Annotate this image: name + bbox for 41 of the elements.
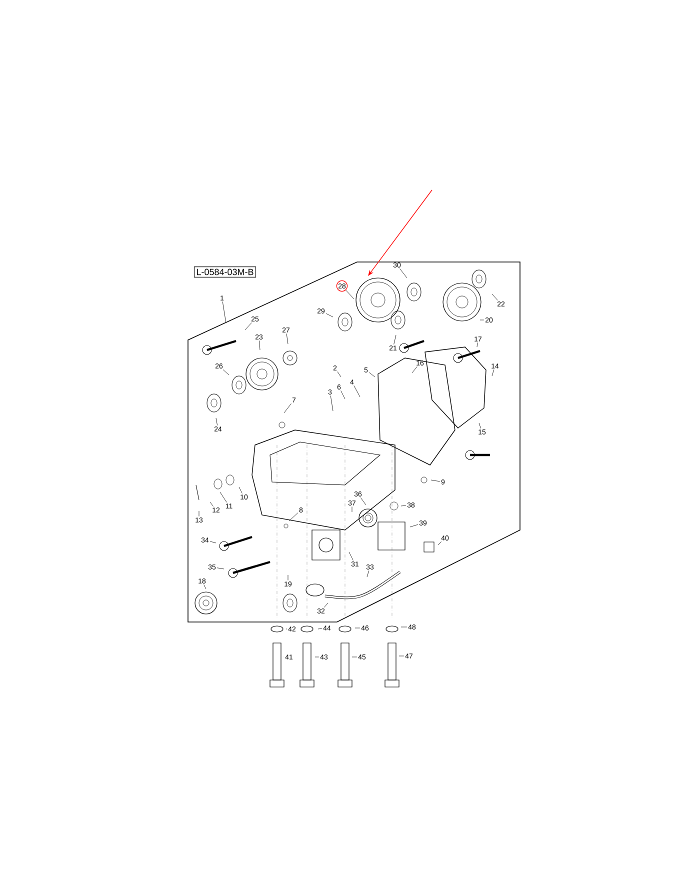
leader-line	[354, 385, 360, 398]
leader-line	[314, 656, 320, 658]
leader-line	[216, 418, 218, 426]
part-number-box: L-0584-03M-B	[194, 266, 256, 278]
leader-line	[430, 480, 440, 482]
leader-line	[238, 486, 242, 494]
leader-line	[330, 395, 334, 412]
leader-line	[286, 333, 288, 344]
leader-line	[340, 390, 346, 400]
leader-line	[284, 403, 292, 414]
leader-line	[348, 552, 354, 561]
leader-line	[318, 628, 322, 630]
leader-line	[492, 294, 498, 301]
leader-line	[492, 369, 494, 376]
leader-line	[288, 512, 298, 522]
leader-line	[394, 334, 396, 345]
leader-line	[352, 656, 358, 658]
leader-line	[368, 372, 376, 378]
leader-line	[324, 602, 328, 608]
leader-line	[210, 541, 216, 544]
leader-line	[346, 290, 354, 300]
leader-line	[476, 342, 478, 348]
leader-line	[222, 369, 230, 376]
leader-line	[204, 584, 206, 590]
leader-line	[400, 505, 406, 506]
leader-line	[412, 366, 418, 374]
leader-line	[400, 626, 408, 628]
leader-line	[210, 502, 214, 507]
leader-line	[337, 371, 342, 378]
leader-line	[259, 340, 260, 350]
leader-line	[410, 524, 418, 528]
leader-line	[400, 268, 408, 278]
leader-line	[198, 510, 200, 517]
leader-line	[360, 497, 366, 506]
leader-line	[478, 422, 481, 429]
leader-line	[244, 322, 252, 330]
leader-line	[326, 313, 334, 318]
leader-line	[220, 492, 227, 503]
leader-line	[222, 301, 226, 324]
leader-line	[216, 568, 224, 570]
leader-line	[366, 570, 370, 578]
